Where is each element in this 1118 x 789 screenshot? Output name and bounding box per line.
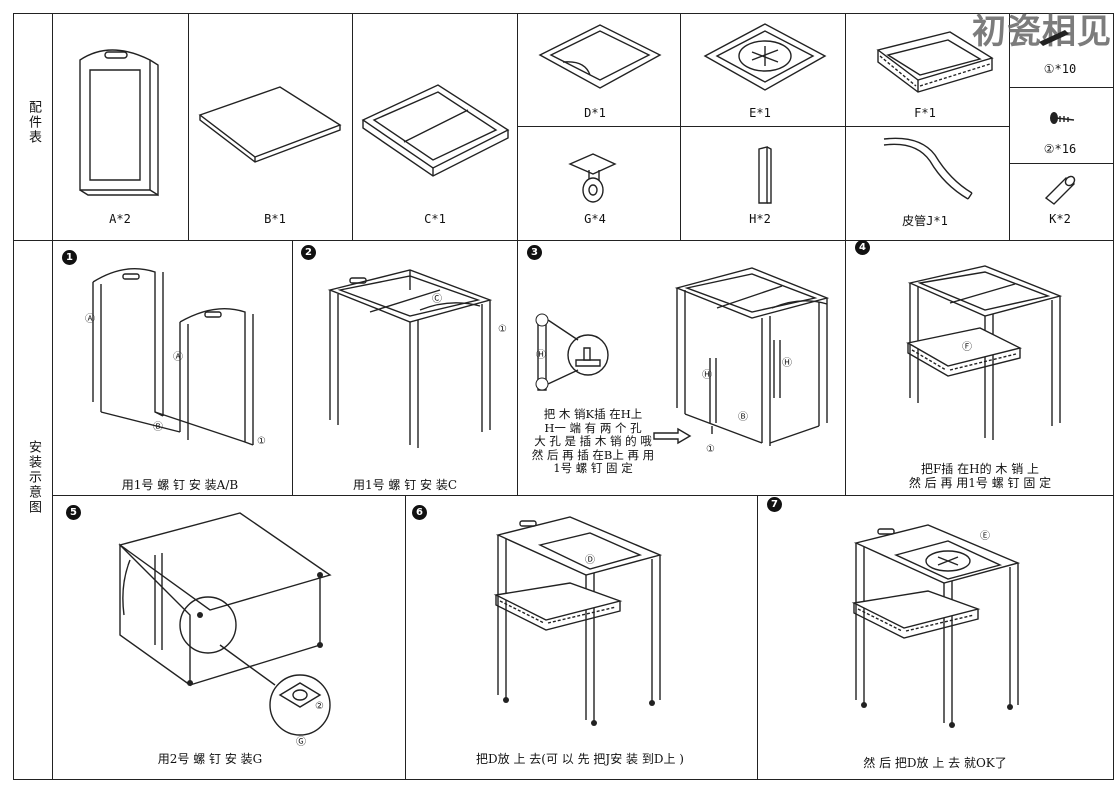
svg-text:Ⓐ: Ⓐ [85, 313, 95, 325]
parts-list-label: 配件表 [26, 99, 41, 145]
assembly-diagram-label: 安装示意图 [26, 439, 41, 515]
part-e-label: E*1 [749, 106, 771, 120]
grid-line [845, 240, 847, 495]
svg-text:Ⓓ: Ⓓ [585, 554, 595, 566]
grid-line [757, 495, 759, 780]
step-3-note-line: 1号 螺 钉 固 定 [553, 461, 633, 475]
grid-line [1009, 87, 1114, 89]
svg-text:Ⓐ: Ⓐ [173, 351, 183, 363]
screw-1-label: ①*10 [1043, 62, 1077, 76]
svg-text:①: ① [706, 444, 715, 455]
step-3-note-line: 然 后 再 插 在B上 再 用 [531, 447, 655, 462]
svg-text:Ⓗ: Ⓗ [536, 349, 546, 361]
part-f-drawing [876, 31, 994, 93]
screw-1-drawing [1039, 30, 1069, 46]
svg-text:Ⓒ: Ⓒ [432, 293, 442, 305]
svg-text:Ⓕ: Ⓕ [962, 341, 972, 353]
part-g-drawing [568, 153, 617, 203]
screw-2-drawing [1050, 112, 1075, 124]
step-1-badge: 1 [62, 250, 77, 265]
svg-text:Ⓑ: Ⓑ [153, 421, 163, 433]
step-3-note-line: H一 端 有 两 个 孔 [544, 420, 642, 435]
step-1-drawing: Ⓐ Ⓐ Ⓑ ① [85, 267, 266, 447]
part-g-label: G*4 [584, 212, 606, 226]
grid-line [52, 495, 1114, 497]
step-6-badge: 6 [412, 505, 427, 520]
grid-line [52, 13, 54, 780]
part-c-label: C*1 [424, 212, 446, 226]
part-a-label: A*2 [109, 212, 131, 226]
part-c-drawing [361, 84, 510, 177]
part-d-drawing [538, 24, 662, 89]
grid-line [1009, 13, 1011, 240]
svg-text:①: ① [257, 436, 266, 447]
step-3-note: 把 木 销K插 在H上 H一 端 有 两 个 孔 大 孔 是 插 木 销 的 哦… [528, 407, 658, 476]
step-5-badge: 5 [66, 505, 81, 520]
step-6-drawing: Ⓓ [493, 516, 663, 726]
svg-text:Ⓔ: Ⓔ [980, 530, 990, 542]
svg-text:Ⓑ: Ⓑ [738, 411, 748, 423]
grid-line [352, 13, 354, 240]
part-j-drawing [883, 137, 973, 200]
grid-line [405, 495, 407, 780]
grid-line [517, 126, 1009, 128]
part-k-label: K*2 [1049, 212, 1071, 226]
step-4-drawing: Ⓕ [906, 265, 1063, 440]
step-3-arrow [653, 427, 692, 445]
step-2-caption: 用1号 螺 钉 安 装C [352, 478, 458, 492]
part-b-label: B*1 [264, 212, 286, 226]
part-h-label: H*2 [749, 212, 771, 226]
part-k-drawing [1044, 175, 1076, 205]
step-4-badge: 4 [855, 240, 870, 255]
step-3-note-line: 把 木 销K插 在H上 [543, 407, 643, 421]
svg-text:Ⓗ: Ⓗ [782, 357, 792, 369]
svg-text:②: ② [315, 701, 324, 712]
svg-text:Ⓖ: Ⓖ [296, 736, 306, 748]
watermark: 初瓷相见 [972, 12, 1112, 52]
grid-line [1009, 163, 1114, 165]
step-3-drawing: Ⓗ Ⓗ Ⓑ ① [674, 267, 830, 455]
grid-line [517, 240, 519, 495]
svg-text:Ⓗ: Ⓗ [702, 369, 712, 381]
part-j-label: 皮管J*1 [902, 214, 948, 228]
step-5-caption: 用2号 螺 钉 安 装G [157, 752, 263, 766]
step-7-drawing: Ⓔ [851, 524, 1021, 728]
step-7-caption: 然 后 把D放 上 去 就OK了 [863, 756, 1007, 770]
svg-text:①: ① [498, 324, 507, 335]
part-e-drawing [703, 23, 827, 91]
step-4-caption-line: 然 后 再 用1号 螺 钉 固 定 [908, 476, 1052, 490]
step-5-drawing: ② Ⓖ [118, 512, 332, 748]
part-b-drawing [198, 86, 342, 163]
step-7-badge: 7 [767, 497, 782, 512]
part-h-drawing [758, 146, 772, 204]
step-3-badge: 3 [527, 245, 542, 260]
step-3-detail: Ⓗ [535, 313, 609, 391]
step-3-note-line: 大 孔 是 插 木 销 的 哦 [534, 434, 652, 448]
grid-line [292, 240, 294, 495]
step-4-caption: 把F插 在H的 木 销 上 然 后 再 用1号 螺 钉 固 定 [880, 462, 1080, 490]
part-d-label: D*1 [584, 106, 606, 120]
grid-line [13, 240, 1114, 242]
part-a-drawing [79, 49, 159, 197]
instruction-sheet [13, 13, 1114, 780]
step-2-drawing: Ⓒ ① [327, 269, 507, 448]
step-2-badge: 2 [301, 245, 316, 260]
step-1-caption: 用1号 螺 钉 安 装A/B [121, 478, 239, 492]
grid-line [188, 13, 190, 240]
step-6-caption: 把D放 上 去(可 以 先 把J安 装 到D上 ) [476, 752, 684, 766]
step-4-caption-line: 把F插 在H的 木 销 上 [920, 462, 1040, 476]
part-f-label: F*1 [914, 106, 936, 120]
screw-2-label: ②*16 [1043, 142, 1077, 156]
